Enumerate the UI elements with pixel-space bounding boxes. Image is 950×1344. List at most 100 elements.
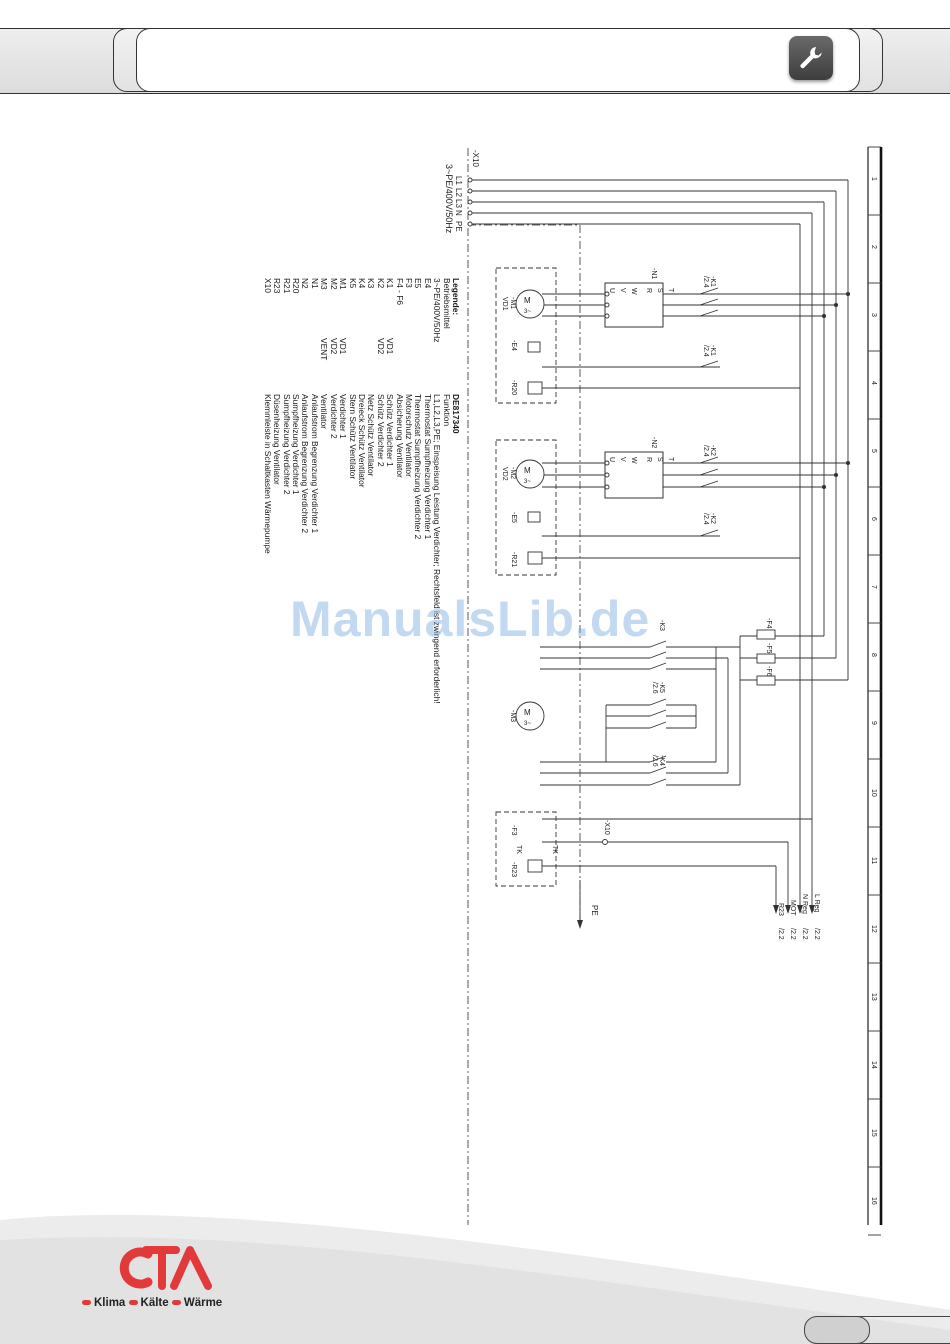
legend-func: Schütz Verdichter 2: [375, 394, 386, 467]
legend-func: Motorschutz Ventilator: [403, 394, 414, 477]
watermark: ManualsLib.de: [290, 591, 651, 647]
tagline-word: Klima: [94, 1297, 126, 1309]
tagline-dot: [171, 1300, 181, 1305]
legend-func: Klemmleiste in Schaltkasten Wärmepumpe: [262, 394, 273, 554]
svg-text:R: R: [645, 288, 652, 293]
svg-text:3~: 3~: [524, 721, 531, 727]
svg-text:-R21: -R21: [510, 552, 517, 567]
svg-text:/2.4: /2.4: [702, 345, 709, 357]
svg-text:-K3: -K3: [658, 620, 665, 631]
tagline-dot: [128, 1300, 138, 1305]
svg-text:/2.2: /2.2: [813, 928, 820, 940]
legend-col1-header: Betriebsmittel: [441, 278, 452, 329]
supply-terminal-x10: -X10 L1 L2 L3 N PE 3~PE/400V/50Hz: [444, 150, 848, 234]
legend-extra: VD2: [375, 338, 386, 355]
svg-text:PE: PE: [590, 905, 599, 916]
output-arrows: L Reg N Reg MOT R23 /2.2 /2.2 /2.2 /2.2 …: [577, 880, 820, 940]
svg-text:PE: PE: [454, 221, 463, 232]
svg-text:-E4: -E4: [510, 340, 517, 351]
svg-text:L2: L2: [454, 188, 463, 197]
column-number: 11: [870, 857, 877, 864]
legend-id: F3: [403, 278, 414, 288]
legend-extra: VD2: [328, 338, 339, 355]
column-number: 13: [870, 993, 877, 1001]
legend-id: F4 - F6: [394, 278, 405, 305]
svg-text:N: N: [454, 210, 463, 216]
wrench-icon[interactable]: [789, 36, 833, 80]
legend-func: Sumpfheizung Verdichter 2: [281, 394, 292, 495]
svg-text:VD1: VD1: [501, 297, 508, 311]
svg-text:R: R: [645, 457, 652, 462]
svg-text:-E5: -E5: [510, 512, 517, 523]
svg-text:U: U: [608, 457, 615, 462]
legend-func: Dreieck Schütz Ventilator: [356, 394, 367, 488]
legend-id: M3: [319, 278, 330, 290]
svg-text:L Reg: L Reg: [813, 894, 820, 913]
column-number: 2: [870, 245, 877, 249]
legend-id: X10: [262, 278, 273, 293]
svg-text:R23: R23: [777, 903, 784, 916]
svg-text:-F3: -F3: [510, 825, 517, 836]
legend-func: Netz Schütz Ventilator: [366, 394, 377, 477]
svg-text:L1: L1: [454, 176, 463, 185]
svg-text:W: W: [630, 288, 637, 295]
legend-func: Sumpfheizung Verdichter 1: [291, 394, 302, 495]
svg-text:-K1: -K1: [709, 276, 716, 287]
legend-id: K2: [375, 278, 386, 289]
legend-title: Legende:: [451, 278, 461, 316]
svg-text:-R23: -R23: [510, 862, 517, 877]
legend-extra: VD1: [385, 338, 396, 355]
footer-wave: [0, 1214, 950, 1344]
compressor-1-circuit: -N1 U V W R S T -K1 /2.4 M 3~ -M1 VD1 -E…: [495, 267, 848, 404]
legend-id: E5: [413, 278, 424, 289]
legend-extra: VENT: [319, 338, 330, 361]
svg-text:-M3: -M3: [509, 710, 516, 722]
legend-id: K4: [356, 278, 367, 289]
legend-func: Absicherung Ventilator: [394, 394, 405, 478]
legend-id: M1: [338, 278, 349, 290]
svg-text:TK: TK: [551, 845, 558, 854]
svg-text:N Reg: N Reg: [801, 894, 808, 914]
svg-text:/2.4: /2.4: [702, 445, 709, 457]
compressor-2-circuit: -N2 U V W R S T -K2 /2.4 M 3~ -M2 VD2 -E…: [495, 437, 848, 576]
legend-func: Schütz Verdichter 1: [385, 394, 396, 467]
legend-col2-header: DE817340: [451, 394, 461, 434]
svg-text:U: U: [608, 288, 615, 293]
svg-text:M: M: [524, 708, 531, 717]
legend-ids: Legende: Betriebsmittel 3~PE/400V/50Hz E…: [262, 278, 461, 343]
svg-text:S: S: [656, 457, 663, 462]
tagline-dot: [82, 1300, 91, 1305]
legend-id: 3~PE/400V/50Hz: [432, 278, 443, 343]
legend-extra: VD1: [338, 338, 349, 355]
legend-functions: DE817340 Funktion L1,L2,L3,PE; Einspeisu…: [262, 394, 461, 704]
svg-text:V: V: [619, 457, 626, 462]
legend-id: K1: [385, 278, 396, 289]
cta-logo: [118, 1244, 214, 1297]
legend-func: Thermostat Sumpfheizung Verdichter 2: [413, 394, 424, 540]
legend-col2-sub: Funktion: [441, 394, 452, 427]
svg-text:-K4: -K4: [658, 755, 665, 766]
svg-text:T: T: [667, 288, 674, 293]
legend: Legende: Betriebsmittel 3~PE/400V/50Hz E…: [260, 278, 461, 878]
page-number-tab: [804, 1316, 950, 1344]
svg-text:T: T: [667, 457, 674, 462]
tagline-word: Wärme: [183, 1297, 223, 1309]
svg-text:-R20: -R20: [510, 380, 517, 395]
svg-text:/2.2: /2.2: [789, 928, 796, 940]
svg-text:-N2: -N2: [650, 437, 657, 448]
svg-text:/2.2: /2.2: [777, 928, 784, 940]
svg-text:MOT: MOT: [789, 900, 796, 916]
legend-id: N2: [300, 278, 311, 289]
legend-func: Anlaufstrom Begrenzung Verdichter 2: [300, 394, 311, 534]
legend-id: K3: [366, 278, 377, 289]
legend-id: R20: [291, 278, 302, 294]
legend-func: Ventilator: [319, 394, 330, 429]
svg-text:/2.6: /2.6: [651, 682, 658, 694]
cta-logo-mark: [119, 1246, 212, 1290]
svg-text:-X10: -X10: [603, 820, 610, 835]
svg-text:-X10: -X10: [471, 150, 480, 167]
legend-id: K5: [347, 278, 358, 289]
svg-text:/2.4: /2.4: [702, 513, 709, 525]
